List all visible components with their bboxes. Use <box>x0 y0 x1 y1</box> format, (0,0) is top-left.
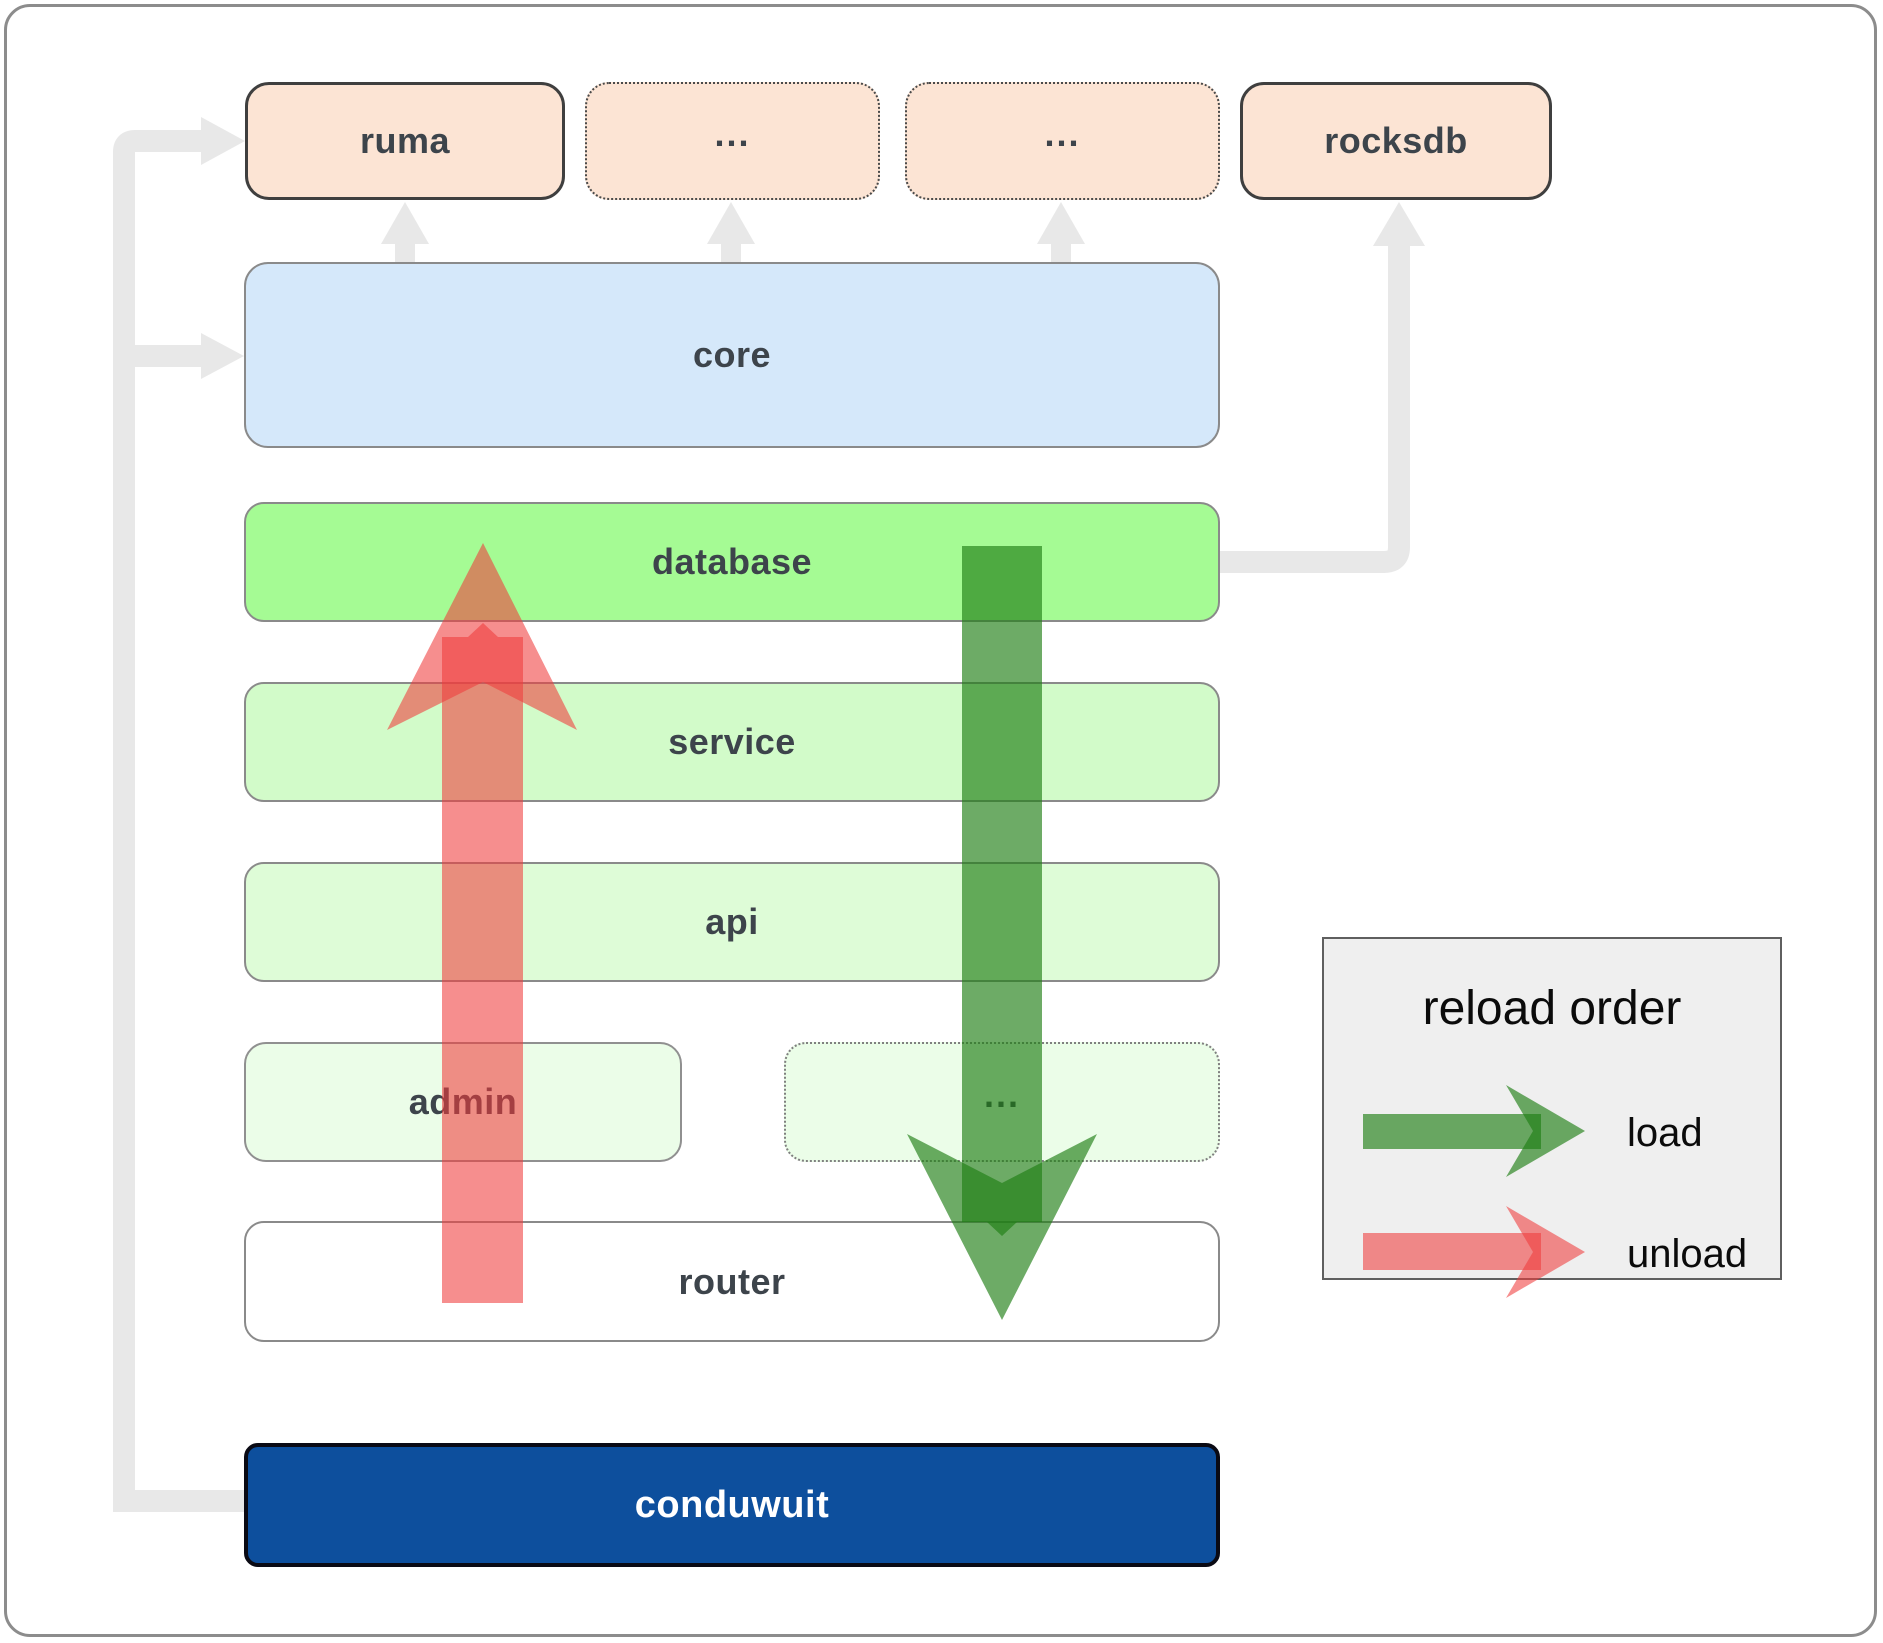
box-ellipsis-mid-label: ... <box>983 1074 1020 1115</box>
box-api-label: api <box>705 901 759 942</box>
box-ellipsis-mid: ... <box>784 1042 1220 1162</box>
box-admin: admin <box>244 1042 682 1162</box>
box-api: api <box>244 862 1220 982</box>
arrowhead-into-ruma-icon <box>201 117 245 165</box>
up-arrowhead-ruma-icon <box>381 202 429 244</box>
box-router: router <box>244 1221 1220 1342</box>
box-ellipsis-top-1: ... <box>585 82 880 200</box>
box-ellipsis-top-2: ... <box>905 82 1220 200</box>
arrowhead-into-core-icon <box>201 333 244 379</box>
box-admin-label: admin <box>408 1081 518 1122</box>
box-core-label: core <box>692 334 772 375</box>
up-arrowhead-ellipsis2-icon <box>1037 202 1085 244</box>
up-arrowhead-ellipsis1-icon <box>707 202 755 244</box>
connector-conduwuit-to-ruma <box>113 130 201 1512</box>
box-ellipsis-top-1-label: ... <box>714 113 751 154</box>
box-service-label: service <box>668 721 796 762</box>
arrowhead-into-rocksdb-icon <box>1373 202 1425 246</box>
legend-load-label: load <box>1627 1111 1703 1155</box>
box-ruma-label: ruma <box>359 120 451 161</box>
legend: reload order load unload <box>1322 937 1782 1280</box>
box-ellipsis-top-2-label: ... <box>1044 113 1081 154</box>
box-database: database <box>244 502 1220 622</box>
box-conduwuit-label: conduwuit <box>634 1483 830 1526</box>
legend-unload-label: unload <box>1627 1232 1748 1276</box>
box-ruma: ruma <box>245 82 565 200</box>
legend-title: reload order <box>1422 982 1682 1035</box>
box-rocksdb-label: rocksdb <box>1324 120 1468 161</box>
box-rocksdb: rocksdb <box>1240 82 1552 200</box>
box-core: core <box>244 262 1220 448</box>
connector-database-to-rocksdb <box>1220 242 1410 573</box>
box-service: service <box>244 682 1220 802</box>
box-conduwuit: conduwuit <box>244 1443 1220 1567</box>
box-database-label: database <box>651 541 813 582</box>
box-router-label: router <box>678 1260 786 1302</box>
